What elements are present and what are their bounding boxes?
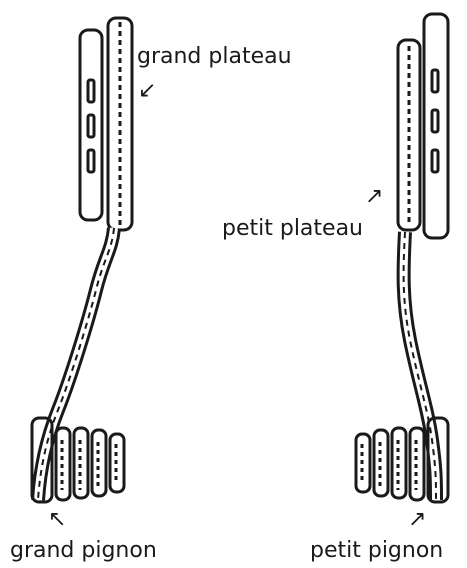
right-chainring-inner bbox=[398, 40, 420, 230]
right-chainring-outer bbox=[424, 14, 448, 238]
left-chainring-inner bbox=[80, 30, 102, 220]
left-chain bbox=[38, 228, 114, 500]
right-chain bbox=[404, 232, 436, 500]
label-petit-pignon: petit pignon bbox=[310, 540, 443, 562]
arrow-grand-plateau-icon: ↙ bbox=[138, 80, 156, 102]
arrow-grand-pignon-icon: ↖ bbox=[48, 509, 66, 531]
left-chainring-outer bbox=[108, 18, 132, 230]
arrow-petit-pignon-icon: ↗ bbox=[408, 509, 426, 531]
label-grand-plateau: grand plateau bbox=[137, 46, 292, 68]
label-petit-plateau: petit plateau bbox=[222, 218, 363, 240]
label-grand-pignon: grand pignon bbox=[10, 540, 157, 562]
right-drivetrain bbox=[356, 14, 448, 502]
left-drivetrain bbox=[32, 18, 132, 502]
arrow-petit-plateau-icon: ↗ bbox=[365, 186, 383, 208]
